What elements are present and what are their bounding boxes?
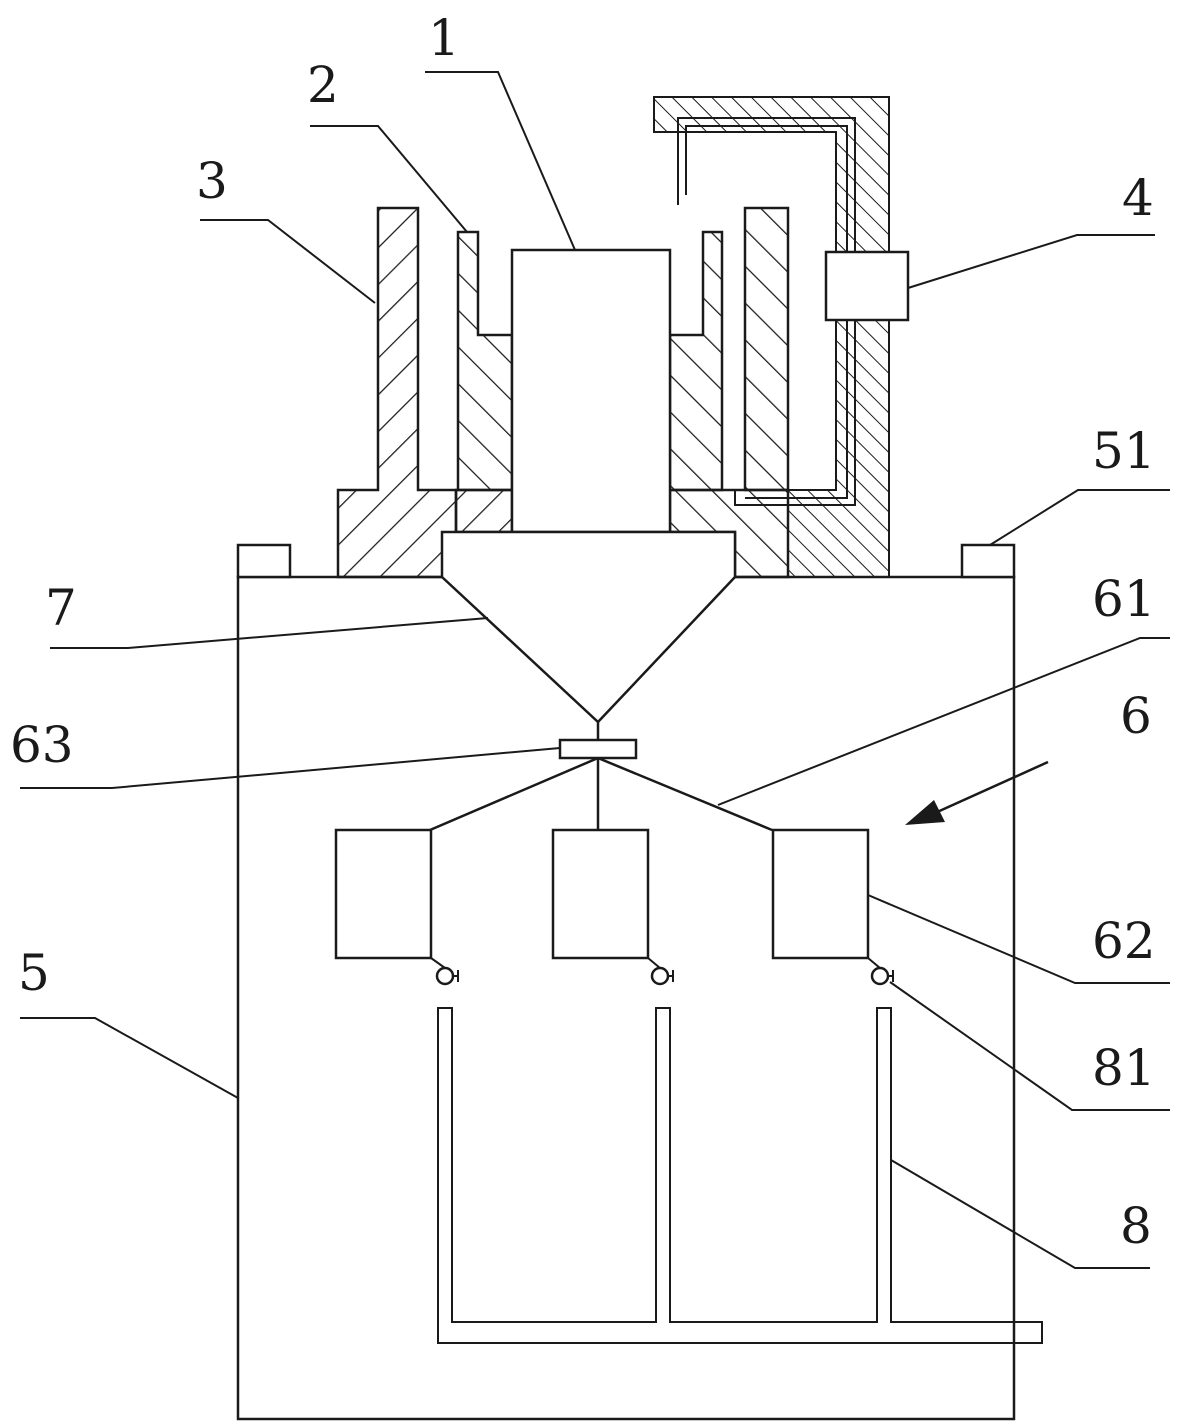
leader-3 (200, 220, 375, 303)
container-center (553, 830, 648, 958)
housing-box (238, 577, 1014, 1419)
container-left (336, 830, 431, 958)
label-3: 3 (196, 152, 228, 210)
distributor (560, 740, 636, 758)
label-1: 1 (428, 9, 460, 67)
conduit-module (826, 252, 908, 320)
container-right (773, 830, 868, 958)
label-4: 4 (1122, 169, 1154, 227)
inner-cup-right (670, 232, 722, 490)
label-61: 61 (1092, 570, 1156, 628)
inner-cup-left (458, 232, 512, 490)
leader-1 (425, 72, 575, 250)
label-5: 5 (18, 944, 50, 1002)
label-81: 81 (1092, 1039, 1156, 1097)
outer-wall-right (745, 208, 788, 490)
base-segment-left (456, 490, 512, 532)
leader-5 (20, 1018, 238, 1098)
leader-51 (990, 490, 1170, 545)
outer-wall-left (338, 208, 456, 577)
label-51: 51 (1092, 422, 1156, 480)
top-lug-left (238, 545, 290, 577)
central-column (512, 250, 670, 532)
label-6: 6 (1120, 687, 1152, 745)
leader-4 (908, 235, 1155, 288)
label-62: 62 (1092, 912, 1156, 970)
label-8: 8 (1120, 1197, 1152, 1255)
label-7: 7 (45, 579, 77, 637)
top-lug-right (962, 545, 1014, 577)
label-63: 63 (10, 716, 74, 774)
label-2: 2 (307, 56, 339, 114)
